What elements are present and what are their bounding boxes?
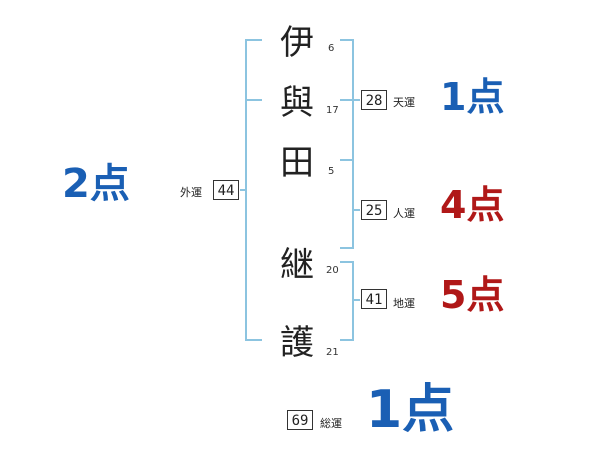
sou-score: 1点 (366, 380, 455, 440)
ten-value-box: 28 (361, 90, 387, 110)
name-char-3: 田 (280, 143, 314, 183)
ten-label: 天運 (393, 96, 415, 109)
name-char-2: 與 (280, 83, 314, 123)
stroke-count-1: 6 (328, 43, 335, 54)
stroke-count-2: 17 (326, 105, 339, 116)
jin-value-box: 25 (361, 200, 387, 220)
sou-label: 総運 (320, 417, 342, 430)
chi-score: 5点 (440, 273, 505, 317)
stroke-count-5: 21 (326, 347, 339, 358)
gai-value-box: 44 (213, 180, 239, 200)
chi-value-box: 41 (361, 289, 387, 309)
ten-score: 1点 (440, 75, 505, 119)
jin-score: 4点 (440, 183, 505, 227)
jin-label: 人運 (393, 207, 415, 220)
name-char-5: 護 (280, 323, 314, 363)
outer-bracket (245, 39, 262, 341)
gai-label: 外運 (180, 186, 202, 199)
stroke-count-4: 20 (326, 265, 339, 276)
sou-value-box: 69 (287, 410, 313, 430)
name-char-1: 伊 (280, 23, 314, 63)
chi-bracket (340, 261, 354, 341)
chi-label: 地運 (393, 297, 415, 310)
jin-bracket (340, 99, 354, 249)
name-char-4: 継 (280, 245, 314, 285)
gai-score: 2点 (62, 161, 130, 207)
stroke-count-3: 5 (328, 166, 335, 177)
